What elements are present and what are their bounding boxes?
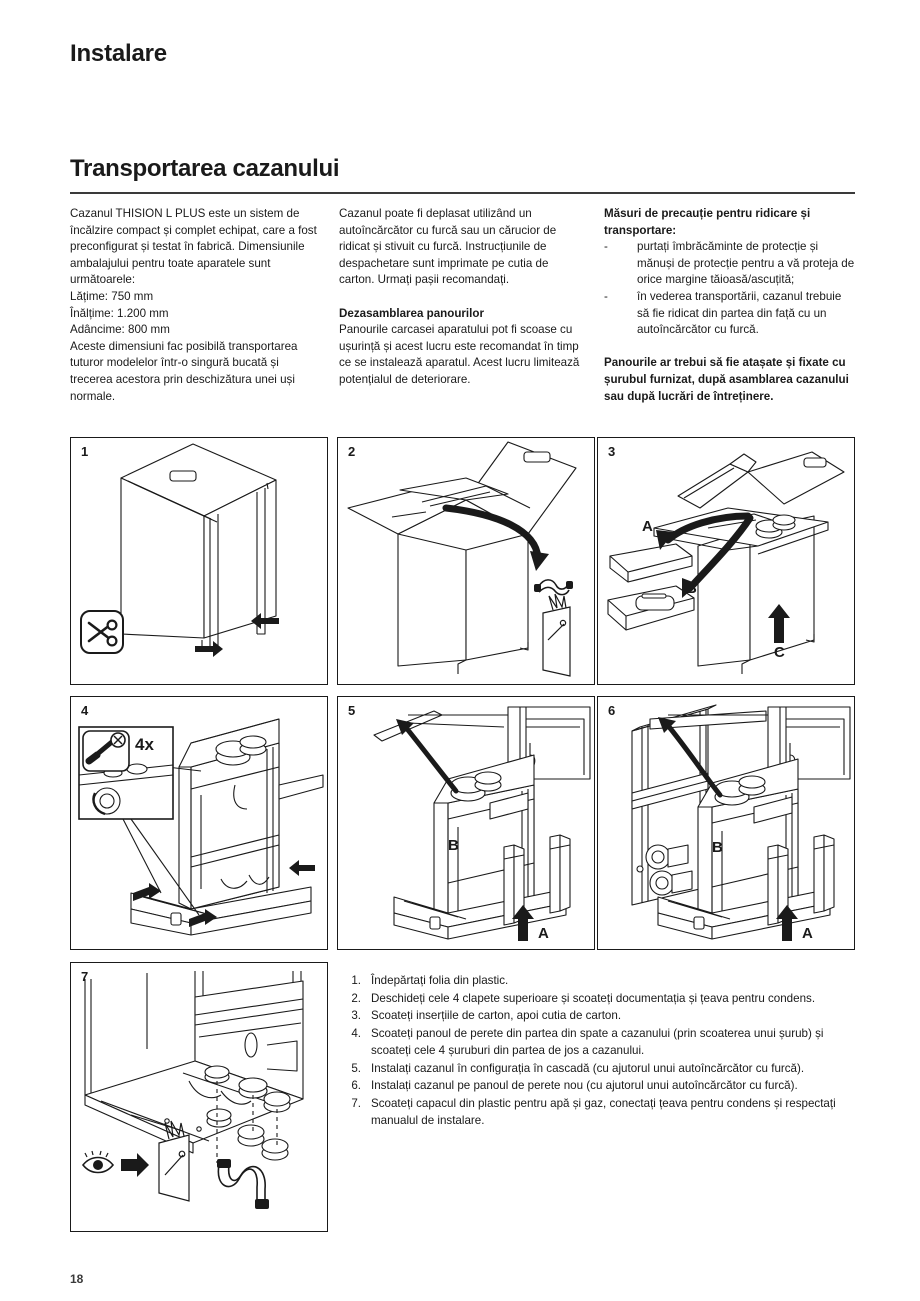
dimension-depth: Adâncime: 800 mm — [70, 323, 170, 337]
step-number: 2. — [351, 991, 361, 1005]
figure-4-illustration — [78, 718, 324, 936]
col2-spacer — [339, 289, 587, 306]
figure-7: 7 — [70, 962, 328, 1232]
step-text: Scoateți panoul de perete din partea din… — [371, 1026, 824, 1058]
manual-booklet-icon — [158, 1120, 190, 1202]
precautions-list: - purtați îmbrăcăminte de protecție și m… — [604, 239, 856, 339]
step-item: 1. Îndepărtați folia din plastic. — [339, 972, 856, 990]
eye-icon — [81, 1150, 115, 1174]
step-item: 2. Deschideți cele 4 clapete superioare … — [339, 990, 856, 1008]
column-two: Cazanul poate fi deplasat utilizând un a… — [339, 206, 587, 389]
cap-drop-lines — [216, 1081, 278, 1163]
step-text: Instalați cazanul în configurația în cas… — [371, 1061, 805, 1075]
precaution-item: - în vederea transportării, cazanul treb… — [604, 289, 856, 339]
arrow-b — [396, 719, 459, 794]
label-b: B — [712, 839, 723, 856]
title-divider — [70, 192, 855, 194]
step-text: Deschideți cele 4 clapete superioare și … — [371, 991, 816, 1005]
chapter-title: Instalare — [70, 40, 167, 67]
arrow-c — [768, 604, 790, 643]
col1-paragraph-1: Cazanul THISION L PLUS este un sistem de… — [70, 207, 317, 287]
arrow-a — [512, 905, 534, 941]
step-number: 1. — [351, 974, 361, 987]
step-number: 5. — [351, 1061, 361, 1075]
arrow-right-icon — [121, 1153, 149, 1177]
col2-paragraph-2: Panourile carcasei aparatului pot fi sco… — [339, 323, 580, 386]
manual-booklet-icon — [542, 593, 571, 677]
dimension-height: Înălțime: 1.200 mm — [70, 306, 169, 320]
precaution-text: în vederea transportării, cazanul trebui… — [637, 289, 842, 337]
figure-6-illustration — [631, 704, 851, 941]
col3-spacer — [604, 339, 856, 356]
precaution-text: purtați îmbrăcăminte de protecție și măn… — [637, 240, 855, 287]
step-number: 7. — [351, 1096, 361, 1110]
cut-arrow — [195, 613, 279, 657]
col1-paragraph-2: Aceste dimensiuni fac posibilă transport… — [70, 339, 298, 403]
figure-1: 1 — [70, 437, 328, 685]
step-item: 5. Instalați cazanul în configurația în … — [339, 1060, 856, 1078]
step-number: 3. — [351, 1009, 361, 1022]
figure-number: 4 — [81, 703, 89, 718]
arrow-a — [776, 905, 798, 941]
label-b: B — [448, 837, 459, 854]
arrow-b — [682, 514, 754, 598]
figure-number: 1 — [81, 444, 89, 459]
step-text: Îndepărtați folia din plastic. — [371, 974, 509, 987]
panel-note: Panourile ar trebui să fie atașate și fi… — [604, 356, 849, 403]
column-one: Cazanul THISION L PLUS este un sistem de… — [70, 206, 318, 405]
label-c: C — [774, 644, 785, 661]
figure-2-illustration — [347, 441, 577, 677]
page-title: Transportarea cazanului — [70, 155, 340, 182]
bullet-marker: - — [604, 240, 608, 254]
curved-arrow — [442, 504, 549, 571]
figure-2: 2 — [337, 437, 595, 685]
step-number: 6. — [351, 1079, 361, 1092]
page-number: 18 — [70, 1272, 84, 1286]
figure-number: 2 — [348, 444, 356, 459]
step-item: 6. Instalați cazanul pe panoul de perete… — [339, 1077, 856, 1095]
col2-paragraph-1: Cazanul poate fi deplasat utilizând un a… — [339, 207, 557, 287]
figure-number: 6 — [608, 703, 616, 718]
screwdriver-icon — [82, 730, 130, 772]
step-text: Instalați cazanul pe panoul de perete no… — [371, 1079, 798, 1092]
column-three: Măsuri de precauție pentru ridicare și t… — [604, 206, 856, 405]
scissors-icon — [80, 610, 124, 654]
figure-6: 6 — [597, 696, 855, 950]
step-text: Scoateți capacul din plastic pentru apă … — [371, 1096, 836, 1128]
steps-list: 1. Îndepărtați folia din plastic. 2. Des… — [339, 972, 856, 1130]
figure-5: 5 — [337, 696, 595, 950]
figure-7-illustration — [81, 971, 304, 1209]
bullet-marker: - — [604, 289, 608, 303]
step-number: 4. — [351, 1026, 361, 1040]
figure-3-illustration — [607, 451, 845, 674]
figure-3: 3 — [597, 437, 855, 685]
col2-subheading: Dezasamblarea panourilor — [339, 306, 484, 320]
screw-count-label: 4x — [135, 735, 154, 754]
figure-1-illustration — [120, 443, 279, 657]
screw-arrows — [133, 860, 315, 927]
figure-number: 7 — [81, 969, 89, 984]
figure-4: 4 — [70, 696, 328, 950]
step-item: 7. Scoateți capacul din plastic pentru a… — [339, 1095, 856, 1130]
arrow-b — [658, 717, 723, 798]
precaution-item: - purtați îmbrăcăminte de protecție și m… — [604, 239, 856, 289]
precautions-heading: Măsuri de precauție pentru ridicare și t… — [604, 207, 811, 237]
step-text: Scoateți inserțiile de carton, apoi cuti… — [371, 1009, 622, 1022]
figure-number: 5 — [348, 703, 356, 718]
dimension-width: Lățime: 750 mm — [70, 289, 154, 303]
label-a: A — [642, 518, 653, 535]
figure-5-illustration — [373, 706, 591, 941]
arrow-a — [656, 512, 752, 550]
label-a: A — [538, 925, 549, 942]
step-item: 3. Scoateți inserțiile de carton, apoi c… — [339, 1007, 856, 1025]
figure-number: 3 — [608, 444, 616, 459]
label-b: B — [686, 580, 697, 597]
condensate-pipe-icon — [534, 579, 573, 596]
label-a: A — [802, 925, 813, 942]
step-item: 4. Scoateți panoul de perete din partea … — [339, 1025, 856, 1060]
